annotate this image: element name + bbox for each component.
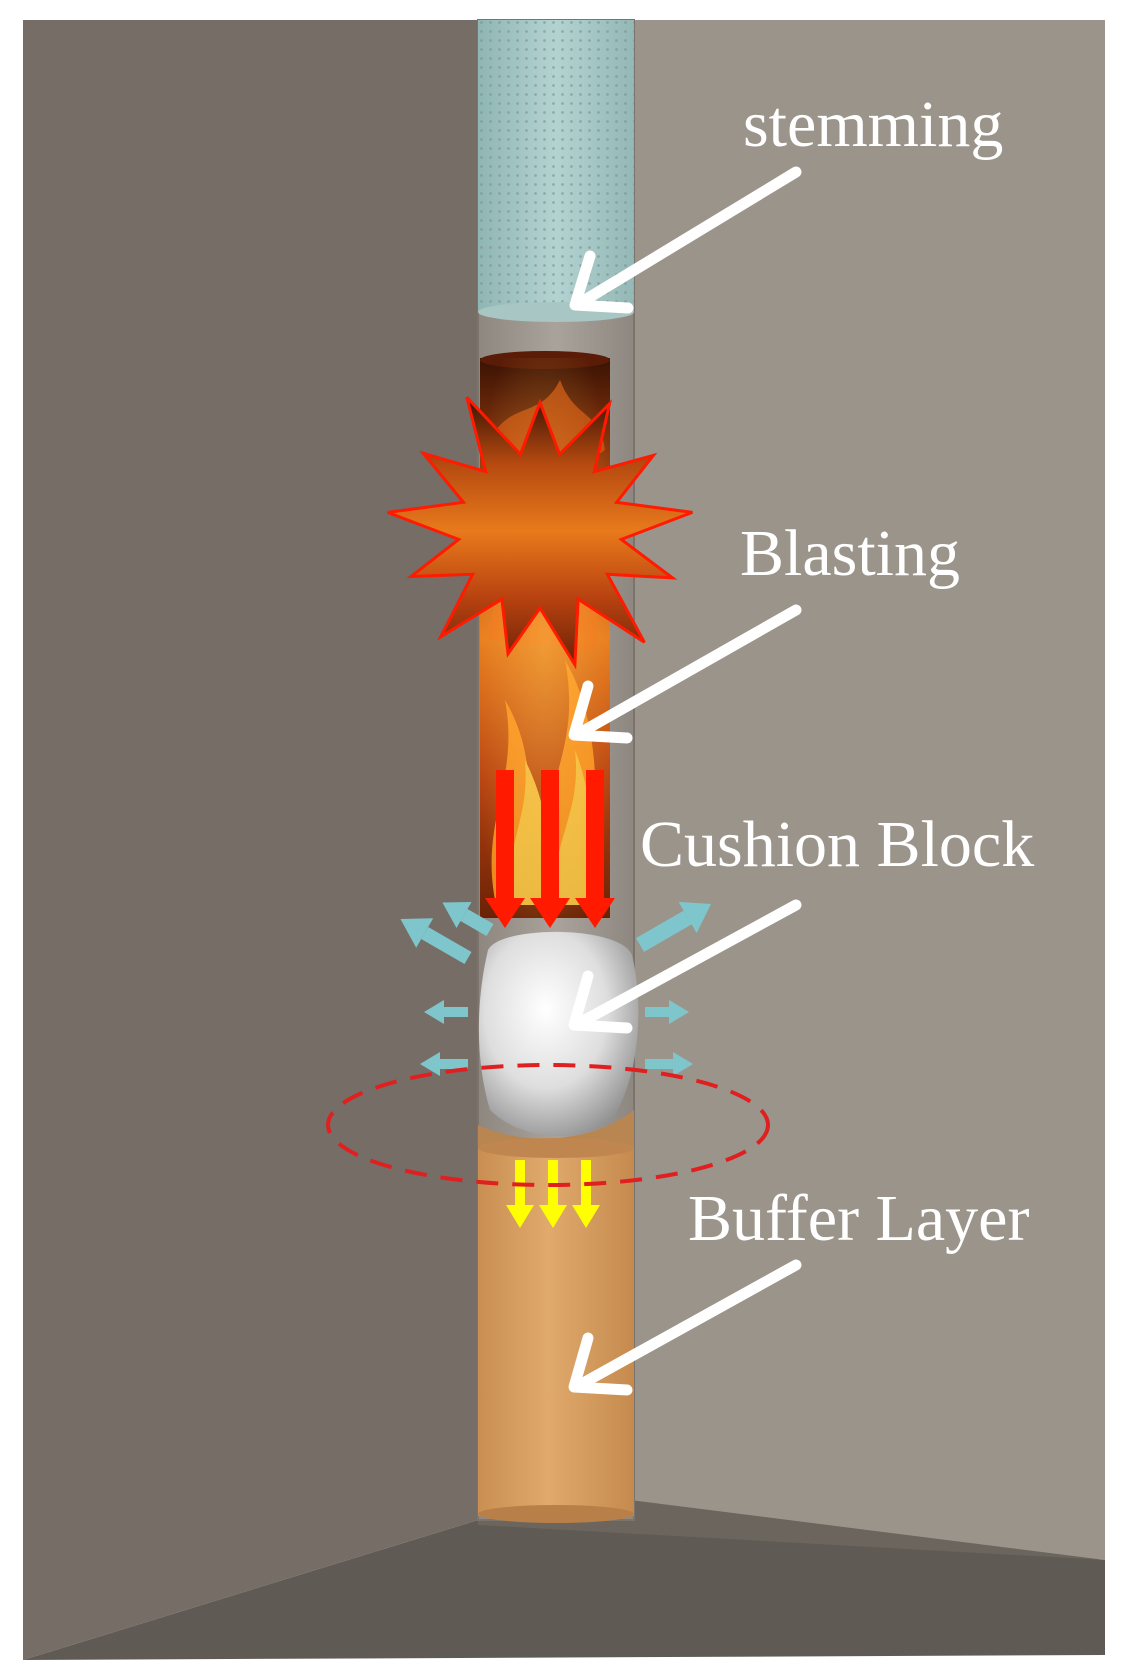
label-cushion-block: Cushion Block — [640, 808, 1034, 881]
left-wall — [23, 20, 478, 1660]
force-arrow-3 — [575, 770, 615, 928]
transmit-arrow-2 — [539, 1160, 567, 1228]
label-blasting: Blasting — [740, 517, 960, 590]
force-arrow-1 — [485, 770, 525, 928]
stemming-arrow — [569, 166, 802, 314]
label-arrows — [568, 166, 802, 1396]
cushion-block — [478, 931, 639, 1148]
label-stemming: stemming — [743, 88, 1003, 161]
label-buffer-layer: Buffer Layer — [688, 1182, 1029, 1255]
reflect-arrow-mid-left — [424, 1000, 468, 1024]
floor — [23, 1512, 1105, 1660]
cushion-block-arrow — [568, 899, 802, 1034]
reflect-arrow-mid-right — [645, 1000, 689, 1024]
reflect-arrow-upper-right — [636, 901, 712, 952]
stemming-segment — [478, 20, 634, 322]
transmit-arrow-1 — [506, 1160, 534, 1228]
explosion-star-icon — [387, 396, 693, 670]
transmitted-wave-arrows — [506, 1160, 600, 1228]
interface-highlight-ellipse — [326, 1063, 770, 1187]
buffer-layer-arrow — [568, 1259, 802, 1396]
reflect-arrow-lower-left — [420, 1052, 468, 1076]
reflect-arrow-upper-left-2 — [442, 902, 494, 937]
reflect-arrow-lower-right — [645, 1052, 693, 1076]
force-arrow-2 — [530, 770, 570, 928]
reflect-arrow-upper-left — [400, 918, 472, 965]
blasting-arrow — [568, 604, 802, 744]
reflected-wave-arrows — [400, 901, 712, 1076]
detonation-force-arrows — [485, 770, 615, 928]
